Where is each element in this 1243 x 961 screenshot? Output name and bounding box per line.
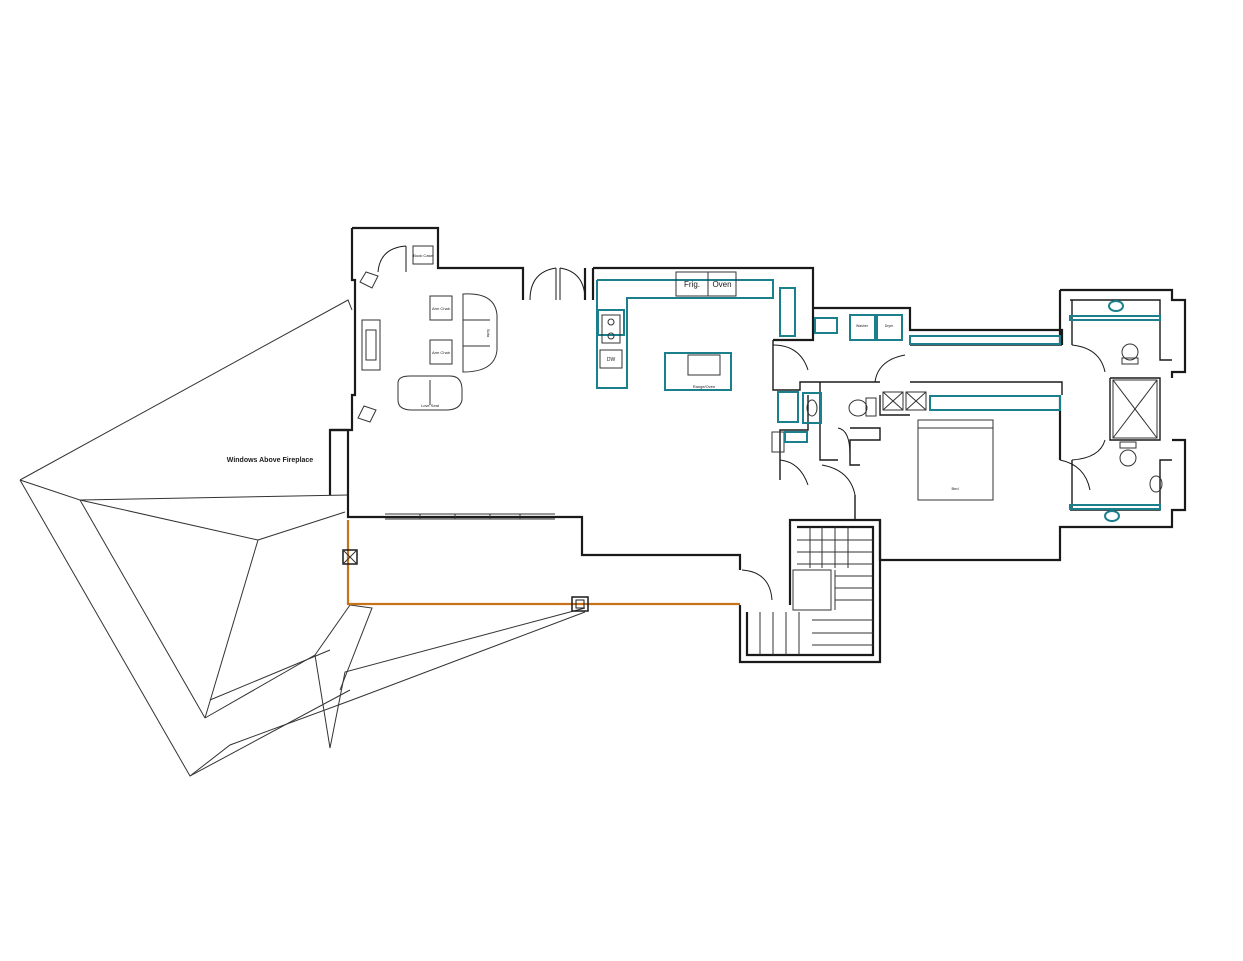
windows-above-fireplace-label: Windows Above Fireplace (227, 457, 314, 464)
plant-bottom (357, 405, 377, 423)
master-bath-top (1069, 300, 1161, 439)
master-bath-bottom (1069, 441, 1163, 522)
arm-chair-bottom: Arm Chair (429, 339, 453, 365)
laundry: Washer Dryer (814, 314, 903, 341)
fridge: Frig. (675, 271, 709, 297)
doors (377, 245, 1106, 601)
oven-label: Oven (712, 280, 731, 289)
washer-label: Washer (856, 324, 869, 328)
chair-bottom-label: Arm Chair (432, 350, 451, 355)
kitchen-cabinets (596, 279, 796, 391)
island-range: Range/Oven (687, 354, 721, 389)
roof-outline (19, 299, 586, 777)
bookcase: Book Case (412, 245, 434, 265)
deck-railing (342, 520, 740, 612)
oven: Oven (707, 271, 737, 297)
staircase (759, 527, 873, 655)
arm-chair-top: Arm Chair (429, 295, 453, 321)
dryer-label: Dryer (885, 324, 894, 328)
dishwasher-label: DW (607, 357, 616, 363)
bookcase-label: Book Case (413, 253, 433, 258)
exterior-walls (328, 226, 1187, 664)
windows-living (385, 513, 555, 520)
half-bath (771, 391, 927, 453)
sofa-right: Sofa (462, 293, 498, 373)
chair-top-label: Arm Chair (432, 306, 451, 311)
fireplace (361, 319, 381, 371)
sofa-right-label: Sofa (486, 329, 491, 338)
island-label: Range/Oven (693, 384, 715, 389)
love-seat: Love Seat (397, 375, 463, 411)
bed-label: Bed (951, 486, 958, 491)
love-seat-label: Love Seat (421, 403, 440, 408)
bedroom: Bed (909, 335, 1061, 501)
dishwasher: DW (599, 349, 623, 369)
sink (601, 314, 621, 344)
plant-top (359, 271, 379, 289)
fridge-label: Frig. (684, 280, 700, 289)
